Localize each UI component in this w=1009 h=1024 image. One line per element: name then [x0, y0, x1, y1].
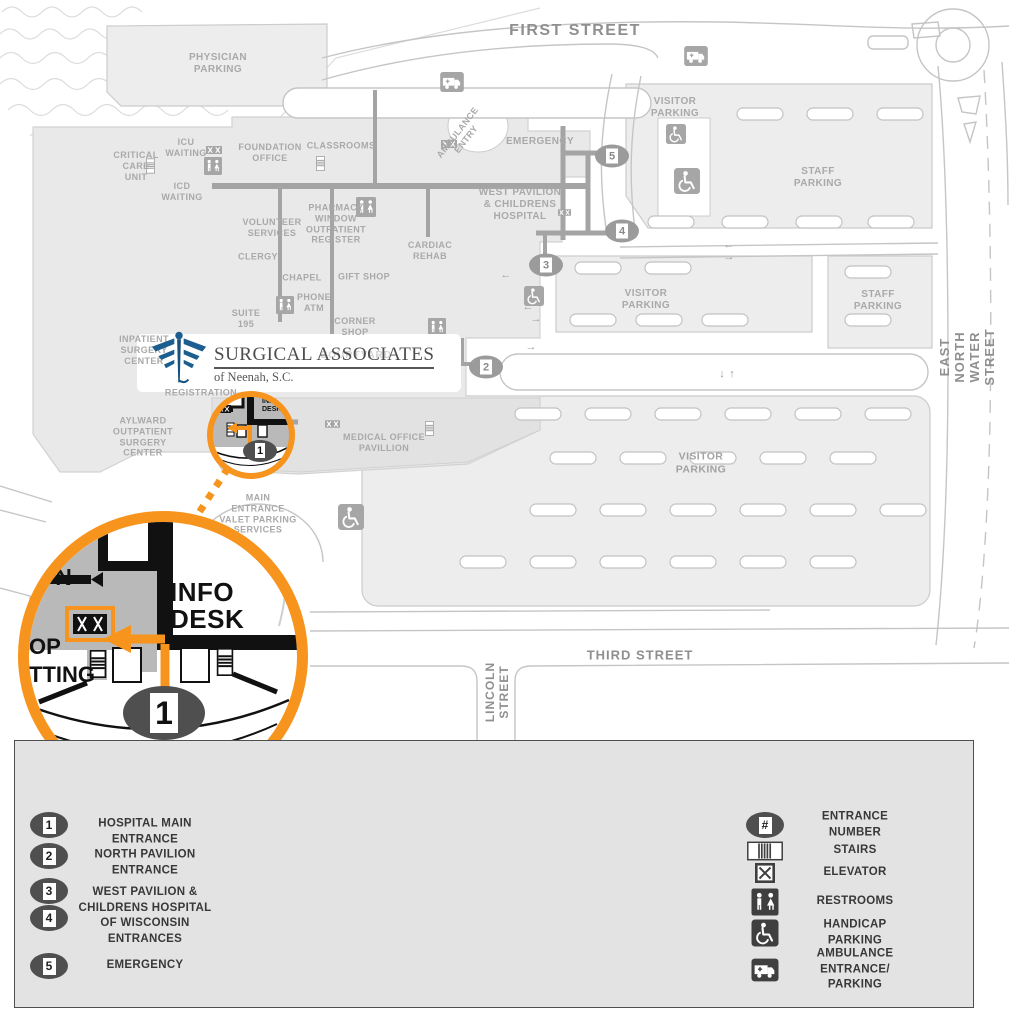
legend-entrance-3-marker: 3	[30, 878, 68, 904]
legend-entrance-5-label: EMERGENCY	[106, 959, 184, 972]
logo-subtitle: of Neenah, S.C.	[214, 370, 294, 384]
legend-entrance-1-label: HOSPITAL MAIN ENTRANCE	[98, 817, 192, 845]
entrance-marker-3: 3	[529, 253, 563, 277]
inset-info-desk-label: INFO DESK	[262, 398, 282, 413]
caduceus-icon	[151, 331, 207, 384]
entrance-number: 3	[542, 259, 550, 271]
area-label-staff-parking-top: STAFF PARKING	[793, 166, 843, 189]
area-label-medical-office-pavillion: MEDICAL OFFICE PAVILLION	[343, 432, 425, 453]
elevator-icon	[206, 146, 222, 154]
restrooms-icon	[204, 157, 222, 175]
area-label-classrooms: CLASSROOMS	[306, 140, 376, 151]
area-label-west-pavilion: WEST PAVILION & CHILDRENS HOSPITAL	[478, 187, 562, 222]
area-label-inpatient-surgery: INPATIENT SURGERY CENTER	[119, 333, 169, 366]
area-label-staff-parking-mid: STAFF PARKING	[853, 289, 903, 312]
inset-partial-label-ion: ION	[31, 564, 72, 590]
legend-entrance-2-marker: 2	[30, 843, 68, 869]
handicap-parking-icon	[751, 919, 779, 947]
logo-title: SURGICAL ASSOCIATES	[214, 344, 435, 369]
inset-partial-label-shop: OP	[29, 634, 61, 659]
svg-text:↓: ↓	[719, 368, 725, 380]
legend-entrance-number-marker: #	[746, 812, 784, 838]
area-label-aylward: AYLWARD OUTPATIENT SURGERY CENTER	[112, 415, 174, 458]
area-label-gift-shop: GIFT SHOP	[337, 271, 391, 282]
handicap-parking-icon	[674, 168, 700, 194]
svg-text:→: →	[531, 313, 542, 325]
inset-info-desk-label: INFO DESK	[170, 577, 245, 634]
handicap-parking-icon	[338, 504, 364, 530]
legend-ambulance-label: AMBULANCE ENTRANCE/ PARKING	[816, 947, 894, 991]
area-label-suite-195: SUITE 195	[231, 308, 261, 329]
area-label-visitor-parking-mid: VISITOR PARKING	[621, 288, 671, 311]
area-label-cardiac-rehab: CARDIAC REHAB	[407, 240, 453, 261]
area-label-registration: REGISTRATION	[164, 387, 238, 398]
main-entrance-small-circle: INFO DESK 1	[207, 391, 295, 479]
surgical-associates-logo: SURGICAL ASSOCIATES of Neenah, S.C.	[150, 326, 435, 390]
area-label-emergency: EMERGENCY	[505, 136, 575, 147]
legend-elevator-label: ELEVATOR	[823, 866, 887, 879]
area-label-phone-atm: PHONE ATM	[296, 292, 332, 313]
legend-entrance-number-label: ENTRANCE NUMBER	[821, 810, 889, 838]
area-label-physician-parking: PHYSICIAN PARKING	[188, 52, 248, 75]
legend-entrance-2-label: NORTH PAVILION ENTRANCE	[94, 848, 196, 876]
street-label-east-north-water: EAST NORTH WATER STREET	[937, 328, 997, 386]
inset-entrance-1-marker: 1	[255, 443, 265, 458]
entrance-number: 2	[482, 361, 490, 373]
area-label-courtyard: COURTYARD	[320, 350, 392, 361]
ambulance-icon	[440, 72, 464, 92]
svg-text:→: →	[526, 341, 537, 353]
ambulance-icon	[684, 46, 708, 66]
restrooms-icon	[751, 888, 779, 916]
svg-text:↑: ↑	[729, 368, 735, 380]
svg-text:→: →	[724, 251, 735, 263]
svg-text:←: ←	[501, 269, 512, 281]
legend-stairs-label: STAIRS	[833, 844, 877, 857]
area-label-clergy: CLERGY	[238, 251, 278, 262]
area-label-corner-shop: CORNER SHOP	[334, 316, 376, 337]
street-label-lincoln: LINCOLN STREET	[483, 661, 511, 723]
area-label-pharmacy-window: PHARMACY WINDOW OUTPATIENT REGISTER	[305, 202, 367, 245]
area-label-main-entrance-valet: MAIN ENTRANCE VALET PARKING SERVICES	[219, 492, 297, 535]
elevator-icon	[755, 863, 775, 883]
handicap-parking-icon	[666, 124, 686, 144]
area-label-critical-care-unit: CRITICAL CARE UNIT	[113, 149, 159, 182]
legend-entrance-5-marker: 5	[30, 953, 68, 979]
svg-text:←: ←	[724, 239, 735, 251]
stairs-icon	[425, 421, 434, 436]
stairs-icon	[747, 841, 783, 861]
stairs-icon	[316, 156, 325, 171]
stairs-icon	[216, 648, 234, 676]
svg-text:←: ←	[523, 301, 534, 313]
area-label-foundation-office: FOUNDATION OFFICE	[238, 142, 302, 163]
inset-partial-label-waiting: TTING	[29, 662, 95, 687]
entrance-number: 4	[618, 225, 626, 237]
legend-entrance-3-4-label: WEST PAVILION & CHILDRENS HOSPITAL OF WI…	[78, 885, 212, 945]
street-label-third: THIRD STREET	[586, 647, 694, 663]
legend-handicap-label: HANDICAP PARKING	[823, 918, 887, 946]
entrance-number: 5	[608, 150, 616, 162]
legend-entrance-4-marker: 4	[30, 905, 68, 931]
area-label-icu-waiting: ICU WAITING	[165, 137, 207, 158]
elevator-icon	[325, 420, 340, 428]
inset-entrance-1-marker: 1	[150, 693, 178, 733]
road-arrows: ←→ ← ←→ → ↓↑	[501, 239, 735, 380]
entrance-marker-2: 2	[469, 355, 503, 379]
legend-panel: 1 HOSPITAL MAIN ENTRANCE 2 NORTH PAVILIO…	[14, 740, 974, 1008]
entrance-marker-4: 4	[605, 219, 639, 243]
area-label-visitor-parking-bottom: VISITOR PARKING	[675, 450, 727, 475]
restrooms-icon	[276, 296, 294, 314]
legend-restrooms-label: RESTROOMS	[816, 895, 894, 908]
ambulance-icon	[751, 958, 779, 982]
entrance-marker-5: 5	[595, 144, 629, 168]
parking-dividers	[459, 107, 927, 569]
area-label-volunteer-services: VOLUNTEER SERVICES	[242, 217, 302, 238]
area-label-chapel: CHAPEL	[282, 272, 322, 283]
legend-entrance-1-marker: 1	[30, 812, 68, 838]
area-label-icd-waiting: ICD WAITING	[161, 181, 203, 202]
area-label-visitor-parking-top: VISITOR PARKING	[650, 96, 700, 119]
street-label-first: FIRST STREET	[509, 22, 641, 39]
